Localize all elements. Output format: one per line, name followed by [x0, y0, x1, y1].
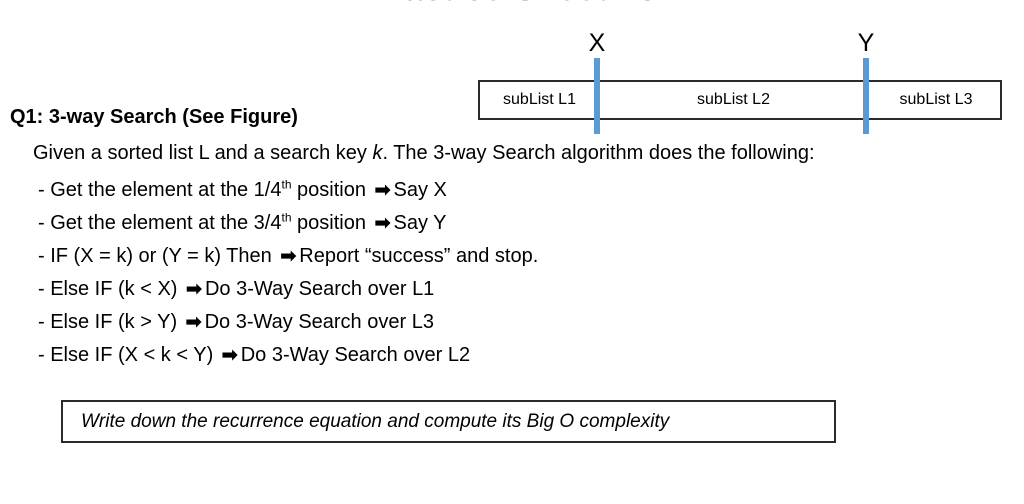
- divider-line-x: [594, 58, 600, 134]
- step-prefix: - Else IF (k < X): [38, 278, 184, 300]
- right-arrow-icon: ➡: [374, 213, 391, 234]
- step-suffix: Do 3-Way Search over L1: [204, 278, 435, 300]
- question-intro: Given a sorted list L and a search key k…: [33, 142, 815, 165]
- sublist-bar: subList L1 subList L2 subList L3: [478, 80, 1002, 120]
- divider-label-y: Y: [857, 29, 875, 57]
- task-box: Write down the recurrence equation and c…: [61, 400, 836, 443]
- step-prefix: - IF (X = k) or (Y = k) Then: [38, 245, 278, 267]
- step-middle: position: [291, 212, 372, 234]
- intro-text-before: Given a sorted list L and a search key: [33, 142, 373, 164]
- question-heading: Q1: 3-way Search (See Figure): [10, 106, 298, 128]
- right-arrow-icon: ➡: [280, 246, 297, 267]
- sublist-cell-l3: subList L3: [899, 91, 973, 108]
- step-suffix: Do 3-Way Search over L3: [204, 311, 434, 333]
- step-prefix: - Else IF (X < k < Y): [38, 344, 219, 366]
- step-superscript: th: [281, 177, 292, 192]
- step-prefix: - Else IF (k > Y): [38, 311, 183, 333]
- algorithm-step: - Else IF (k < X) ➡Do 3-Way Search over …: [38, 273, 738, 306]
- divider-line-y: [863, 58, 869, 134]
- step-prefix: - Get the element at the 1/4: [38, 179, 282, 201]
- step-suffix: Say Y: [393, 212, 447, 234]
- sublist-cell-l1: subList L1: [503, 91, 576, 108]
- intro-text-after: . The 3-way Search algorithm does the fo…: [382, 142, 815, 164]
- algorithm-step: - Else IF (k > Y) ➡Do 3-Way Search over …: [38, 306, 738, 339]
- task-box-text: Write down the recurrence equation and c…: [81, 410, 670, 432]
- divider-label-x: X: [588, 29, 606, 57]
- intro-search-key: k: [372, 142, 383, 164]
- step-suffix: Do 3-Way Search over L2: [240, 344, 471, 366]
- slide-title: Practice Sheet #3: [0, 0, 1024, 9]
- sublist-cell-l2: subList L2: [697, 91, 770, 108]
- step-middle: position: [291, 179, 372, 201]
- algorithm-step: - Get the element at the 1/4th position …: [38, 174, 738, 207]
- right-arrow-icon: ➡: [185, 312, 202, 333]
- step-superscript: th: [281, 210, 292, 225]
- right-arrow-icon: ➡: [374, 180, 391, 201]
- right-arrow-icon: ➡: [221, 345, 238, 366]
- step-suffix: Say X: [393, 179, 447, 201]
- step-suffix: Report “success” and stop.: [299, 245, 539, 267]
- algorithm-step: - IF (X = k) or (Y = k) Then ➡Report “su…: [38, 240, 738, 273]
- algorithm-step: - Else IF (X < k < Y) ➡Do 3-Way Search o…: [38, 339, 738, 372]
- algorithm-steps: - Get the element at the 1/4th position …: [38, 174, 738, 372]
- algorithm-step: - Get the element at the 3/4th position …: [38, 207, 738, 240]
- right-arrow-icon: ➡: [186, 279, 202, 300]
- three-way-search-figure: X Y subList L1 subList L2 subList L3: [478, 28, 1004, 136]
- step-prefix: - Get the element at the 3/4: [38, 212, 282, 234]
